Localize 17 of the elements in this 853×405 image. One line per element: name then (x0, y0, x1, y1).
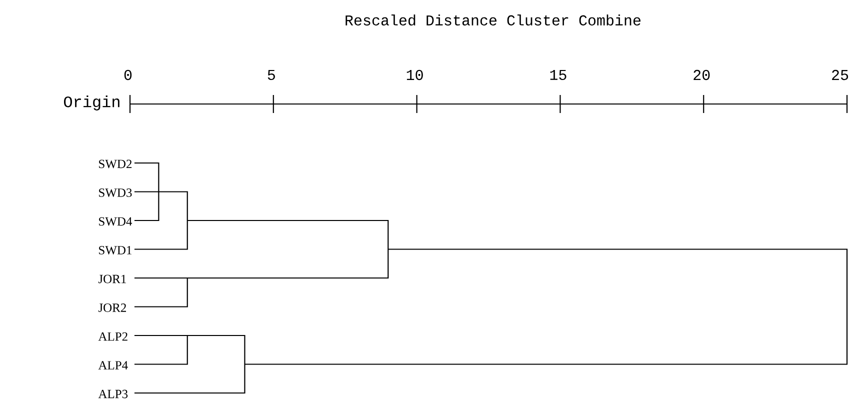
leaf-label: ALP4 (98, 361, 128, 370)
leaf-label: JOR2 (98, 304, 126, 312)
tick-label: 10 (406, 70, 423, 80)
tick-label: 15 (550, 70, 566, 80)
axis-label: Origin (64, 96, 120, 110)
leaf-label: SWD3 (99, 188, 132, 197)
chart-title: Rescaled Distance Cluster Combine (346, 14, 640, 26)
tick-label: 20 (694, 70, 710, 80)
leaf-label: ALP2 (98, 332, 128, 341)
leaf-label: ALP3 (98, 390, 128, 398)
leaf-label: SWD2 (99, 160, 132, 168)
tick-label: 0 (124, 70, 132, 80)
tick-label: 5 (268, 70, 275, 80)
leaf-label: SWD4 (99, 217, 132, 226)
tick-label: 25 (832, 70, 848, 80)
leaf-label: JOR1 (98, 274, 126, 284)
leaf-label: SWD1 (99, 246, 132, 254)
